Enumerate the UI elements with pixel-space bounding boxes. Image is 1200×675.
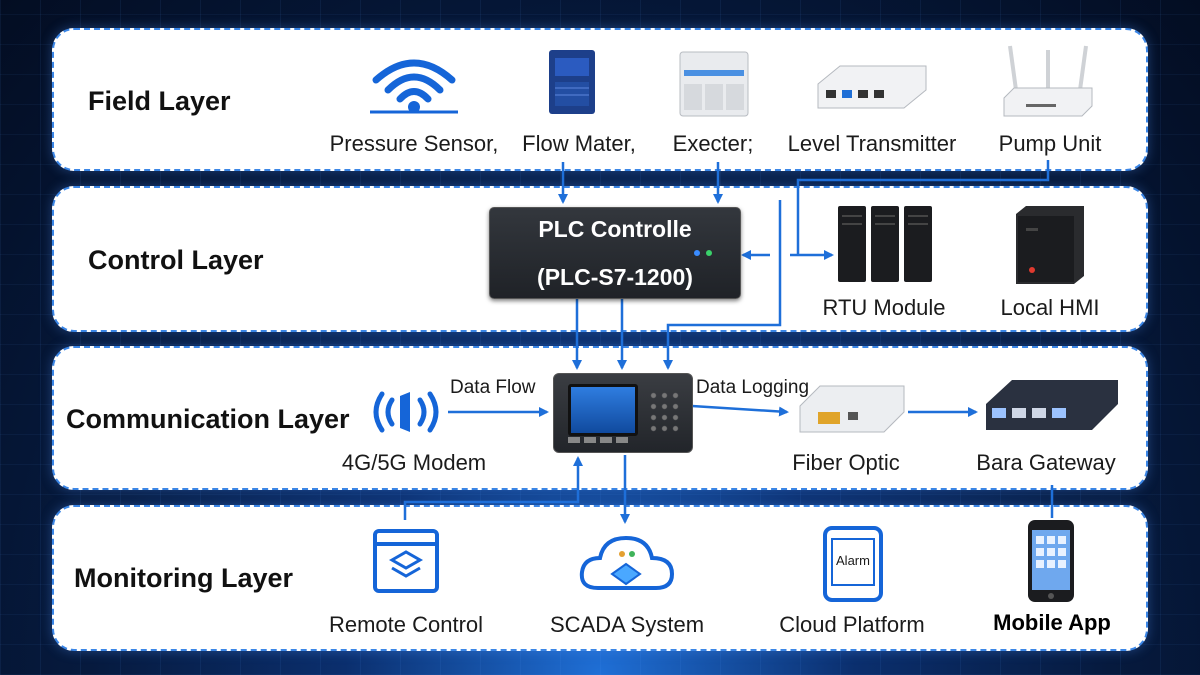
rtu-module-label: RTU Module [822, 295, 946, 320]
plc-controller: PLC Controlle (PLC-S7-1200) [489, 207, 741, 299]
data-flow-label: Data Flow [450, 377, 536, 398]
monitoring-layer-title: Monitoring Layer [74, 563, 294, 593]
pump-unit-label: Pump Unit [998, 131, 1102, 156]
communication-hub-device [553, 373, 693, 453]
level-transmitter-label: Level Transmitter [787, 131, 957, 156]
field-layer-title: Field Layer [88, 86, 231, 116]
remote-control-window-icon [372, 528, 440, 599]
modem-label: 4G/5G Modem [341, 450, 487, 475]
communication-layer-title: Communication Layer [66, 404, 350, 434]
tablet-alarm-icon [822, 525, 884, 608]
wifi-sensor-icon [366, 52, 462, 123]
fiber-optic-label: Fiber Optic [792, 450, 900, 475]
fiber-optic-icon [796, 378, 908, 443]
control-layer-title: Control Layer [88, 245, 264, 275]
hub-buttons [568, 437, 632, 443]
cloud-platform-label: Cloud Platform [779, 612, 925, 637]
local-hmi-label: Local HMI [1000, 295, 1100, 320]
monitoring-layer-panel [52, 505, 1148, 651]
executor-device-icon [674, 48, 754, 125]
alarm-text: Alarm [836, 553, 870, 568]
local-hmi-tower-icon [1012, 204, 1088, 291]
gateway-switch-icon [982, 374, 1122, 441]
speaker-modem-icon [370, 386, 446, 443]
data-logging-label: Data Logging [696, 377, 810, 398]
plc-model: (PLC-S7-1200) [537, 264, 693, 290]
keypad-icon [648, 390, 682, 434]
mobile-phone-icon [1026, 518, 1076, 609]
hub-screen [568, 384, 638, 436]
plc-title: PLC Controlle [538, 216, 692, 242]
remote-control-label: Remote Control [328, 612, 484, 637]
cloud-icon [576, 530, 678, 601]
field-layer-panel [52, 28, 1148, 171]
pressure-sensor-label: Pressure Sensor, [329, 131, 499, 156]
router-pump-icon [1000, 44, 1096, 125]
executor-label: Execter; [672, 131, 754, 156]
level-transmitter-icon [814, 60, 930, 117]
scada-system-label: SCADA System [549, 612, 705, 637]
flow-meter-icon [547, 48, 597, 121]
rtu-module-icon [836, 204, 936, 289]
power-led-icon [706, 250, 712, 256]
mobile-app-label: Mobile App [993, 610, 1111, 635]
flow-meter-label: Flow Mater, [522, 131, 636, 156]
gateway-label: Bara Gateway [976, 450, 1116, 475]
status-led-icon [694, 250, 700, 256]
